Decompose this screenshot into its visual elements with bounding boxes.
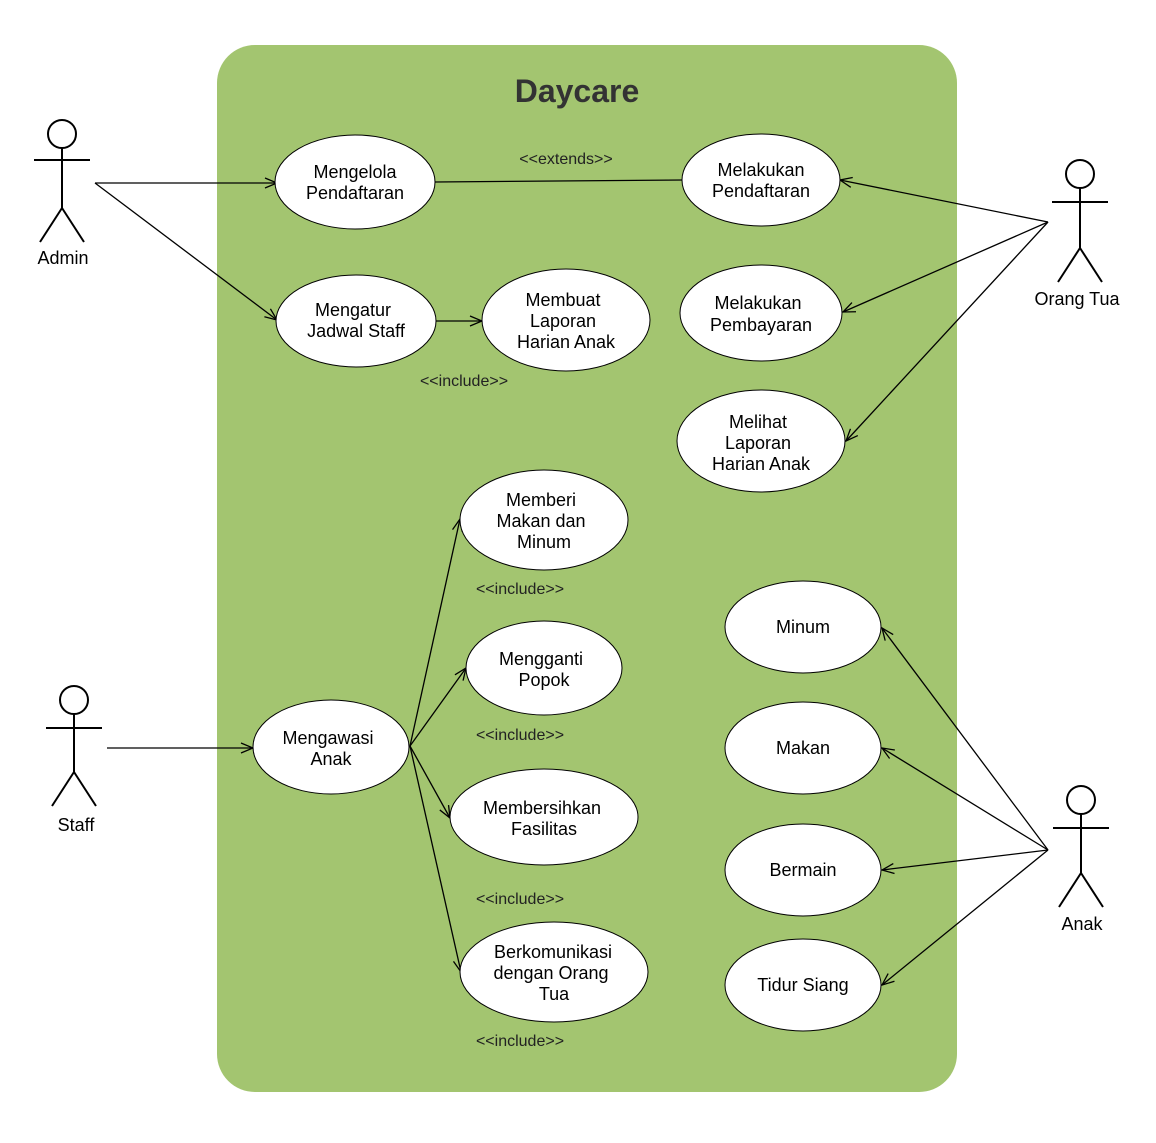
uc-line: Anak xyxy=(310,749,352,769)
extends-label: <<extends>> xyxy=(519,151,612,168)
connections xyxy=(94,179,1049,985)
actor-head-icon xyxy=(1065,159,1095,189)
uc-line: Melakukan xyxy=(714,293,801,313)
use-case-makan[interactable]: Makan xyxy=(724,701,882,795)
uc-line: Membersihkan xyxy=(483,798,601,818)
use-case-tidur-siang[interactable]: Tidur Siang xyxy=(724,938,882,1032)
uc-line: Harian Anak xyxy=(712,454,811,474)
include-label-4: <<include>> xyxy=(476,891,564,908)
actor-anak[interactable] xyxy=(1053,785,1109,908)
uc-line: Pendaftaran xyxy=(712,181,810,201)
uc-line: Jadwal Staff xyxy=(307,321,406,341)
svg-text:Tidur Siang: Tidur Siang xyxy=(757,975,848,995)
uc-line: Makan dan xyxy=(496,511,585,531)
anak-to-tidur-line xyxy=(882,849,1049,985)
anak-to-minum-line xyxy=(882,628,1049,851)
uc-line: Pendaftaran xyxy=(306,183,404,203)
uc-line: Tua xyxy=(539,984,570,1004)
extends-line xyxy=(434,179,684,183)
actor-staff[interactable] xyxy=(46,685,102,807)
uc-line: Minum xyxy=(517,532,571,552)
uc-line: Laporan xyxy=(530,311,596,331)
orangtua-to-pembayaran-line xyxy=(843,221,1049,312)
uc-line: Mengelola xyxy=(313,162,397,182)
uc-line: Melakukan xyxy=(717,160,804,180)
svg-text:Minum: Minum xyxy=(776,617,830,637)
uc-line: Mengganti xyxy=(499,649,583,669)
uc-line: Popok xyxy=(518,670,570,690)
include-label-5: <<include>> xyxy=(476,1033,564,1050)
orangtua-to-laporan-line xyxy=(846,221,1049,441)
uc-line: Mengawasi xyxy=(282,728,373,748)
mengawasi-to-fasilitas-line xyxy=(409,745,450,818)
svg-text:Bermain: Bermain xyxy=(769,860,836,880)
use-case-minum[interactable]: Minum xyxy=(724,580,882,674)
actor-staff-label: Staff xyxy=(58,815,96,835)
include-label-3: <<include>> xyxy=(476,727,564,744)
uc-line: Memberi xyxy=(506,490,576,510)
orangtua-to-pendaftaran-line xyxy=(840,180,1049,223)
uc-line: Mengatur xyxy=(315,300,391,320)
actor-head-icon xyxy=(59,685,89,715)
use-case-bermain[interactable]: Bermain xyxy=(724,823,882,917)
actor-admin-label: Admin xyxy=(37,248,88,268)
actor-head-icon xyxy=(47,119,77,149)
actor-admin[interactable] xyxy=(34,119,90,243)
uc-line: Membuat xyxy=(525,290,600,310)
actor-head-icon xyxy=(1066,785,1096,815)
svg-text:Makan: Makan xyxy=(776,738,830,758)
mengawasi-to-memberi-line xyxy=(409,519,460,747)
include-label-1: <<include>> xyxy=(420,373,508,390)
uc-line: Pembayaran xyxy=(710,315,812,335)
uc-line: Fasilitas xyxy=(511,819,577,839)
anak-to-makan-line xyxy=(882,748,1049,851)
mengawasi-to-komunikasi-line xyxy=(409,745,461,972)
uc-line: dengan Orang xyxy=(493,963,608,983)
actor-anak-label: Anak xyxy=(1061,914,1103,934)
uc-line: Laporan xyxy=(725,433,791,453)
uc-line: Harian Anak xyxy=(517,332,616,352)
anak-to-bermain-line xyxy=(882,849,1049,870)
mengawasi-to-popok-line xyxy=(409,668,466,747)
actor-orang-tua-label: Orang Tua xyxy=(1034,289,1120,309)
uc-line: Melihat xyxy=(729,412,787,432)
uc-line: Berkomunikasi xyxy=(494,942,612,962)
include-label-2: <<include>> xyxy=(476,581,564,598)
system-title: Daycare xyxy=(515,73,640,109)
actor-orang-tua[interactable] xyxy=(1052,159,1108,283)
admin-to-mengatur-line xyxy=(94,182,277,320)
